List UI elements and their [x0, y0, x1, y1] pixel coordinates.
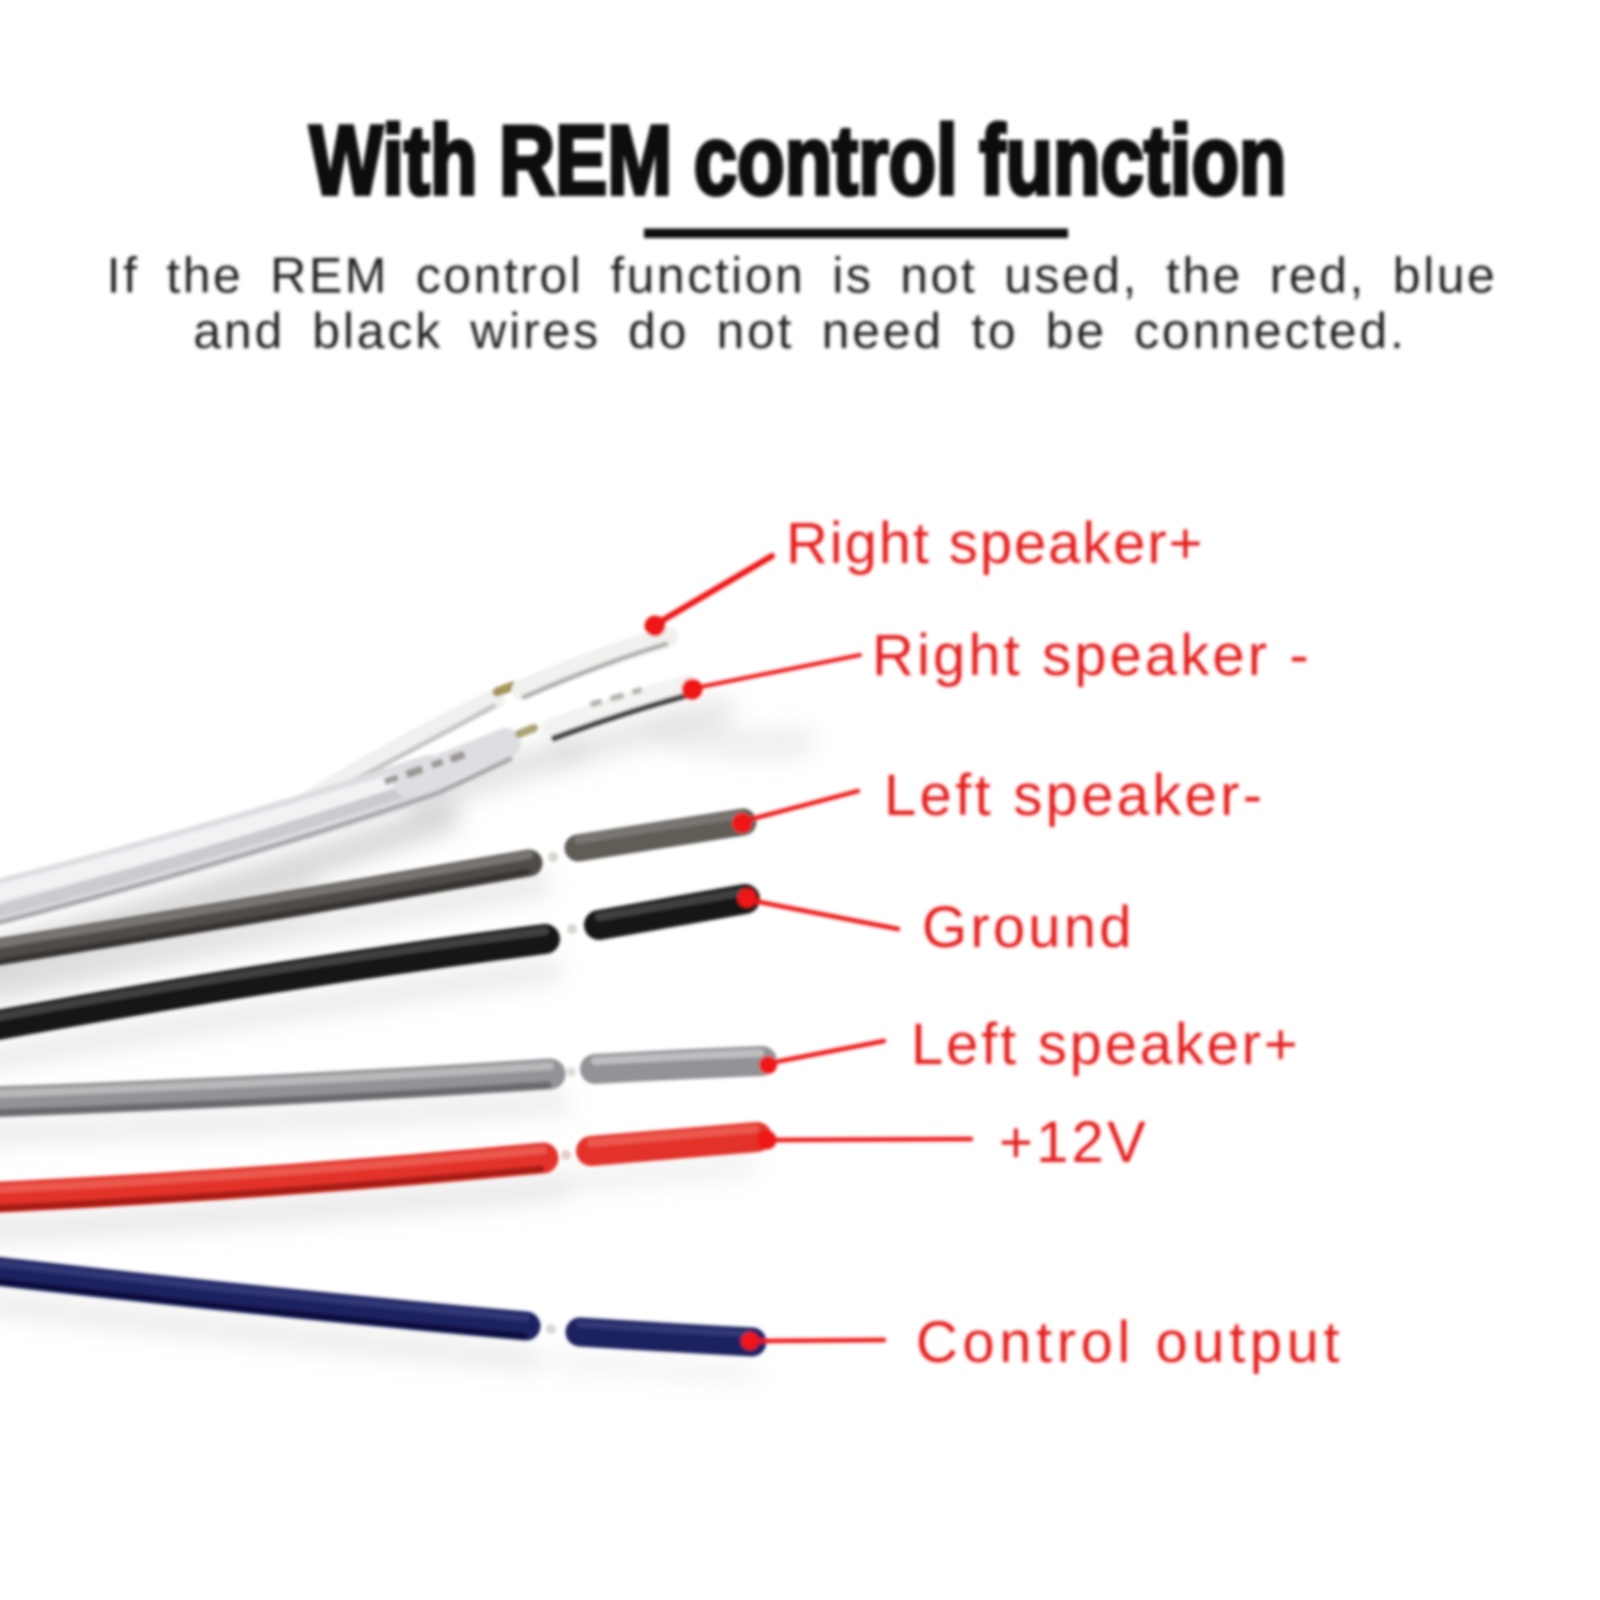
svg-text:Right speaker+: Right speaker+ [786, 511, 1204, 576]
svg-text:+12V: +12V [999, 1110, 1149, 1175]
svg-text:With REM control function: With REM control function [309, 105, 1286, 215]
svg-text:Left speaker+: Left speaker+ [911, 1012, 1300, 1077]
svg-text:and black wires do not need to: and black wires do not need to be connec… [193, 303, 1406, 359]
svg-text:Left speaker-: Left speaker- [884, 763, 1265, 828]
svg-text:Right speaker -: Right speaker - [872, 623, 1312, 688]
svg-text:Control output: Control output [916, 1310, 1344, 1375]
svg-text:Ground: Ground [922, 895, 1135, 960]
svg-text:If the REM control function is: If the REM control function is not used,… [107, 248, 1498, 304]
